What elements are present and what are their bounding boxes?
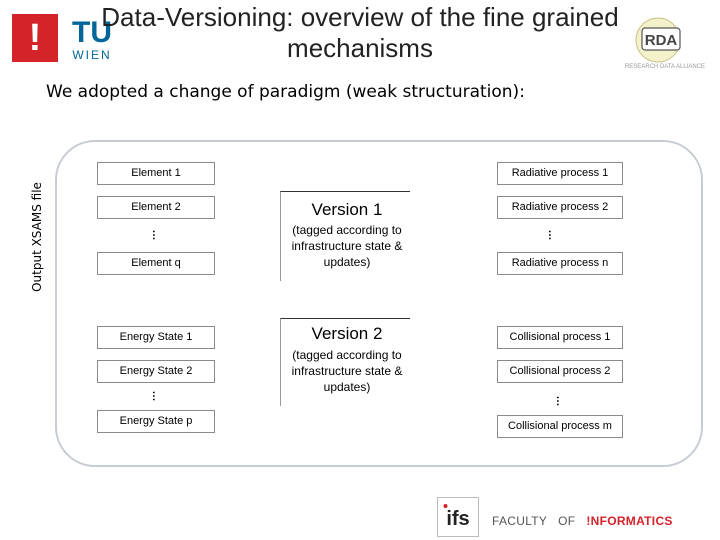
element-ellipsis: … <box>150 229 162 241</box>
version-2-title: Version 2 <box>311 324 383 343</box>
rda-logo: RDA RESEARCH DATA ALLIANCE <box>625 17 705 70</box>
footer-faculty: FACULTY <box>492 514 548 528</box>
radiative-ellipsis: … <box>546 229 558 241</box>
energy-state-1-box: Energy State 1 <box>97 326 215 349</box>
rda-logo-text: RDA <box>645 32 678 49</box>
element-q-box: Element q <box>97 252 215 275</box>
tu-logo-top: TU <box>72 16 112 49</box>
output-xsams-label: Output XSAMS file <box>30 182 44 292</box>
footer-informatics: !NFORMATICS <box>586 514 673 528</box>
energy-state-p-box: Energy State p <box>97 410 215 433</box>
rda-logo-caption: RESEARCH DATA ALLIANCE <box>625 64 705 70</box>
collisional-process-m-box: Collisional process m <box>497 415 623 438</box>
version-1-title: Version 1 <box>311 200 383 219</box>
slide-subtitle: We adopted a change of paradigm (weak st… <box>46 82 525 102</box>
radiative-process-2-box: Radiative process 2 <box>497 196 623 219</box>
footer-of: OF <box>558 514 576 528</box>
version-1-description: (tagged according to infrastructure stat… <box>291 223 403 269</box>
radiative-process-n-box: Radiative process n <box>497 252 623 275</box>
ifs-logo: ifs <box>437 497 479 537</box>
version-1-box <box>280 191 410 281</box>
collisional-process-2-box: Collisional process 2 <box>497 360 623 383</box>
faculty-of-informatics-label: FACULTY OF !NFORMATICS <box>492 514 673 528</box>
tu-logo-bottom: WIEN <box>72 48 111 62</box>
version-2-box <box>280 318 410 406</box>
radiative-process-1-box: Radiative process 1 <box>497 162 623 185</box>
title-line-1: Data-Versioning: overview of the fine gr… <box>101 2 619 32</box>
energy-state-ellipsis: … <box>150 390 162 402</box>
energy-state-2-box: Energy State 2 <box>97 360 215 383</box>
element-2-box: Element 2 <box>97 196 215 219</box>
tu-wien-logo: TU WIEN <box>66 12 118 64</box>
element-1-box: Element 1 <box>97 162 215 185</box>
ifs-logo-text: ifs <box>446 508 469 530</box>
title-line-2: mechanisms <box>287 33 433 63</box>
version-2-description: (tagged according to infrastructure stat… <box>291 348 403 394</box>
collisional-process-1-box: Collisional process 1 <box>497 326 623 349</box>
university-exclamation-logo: ! <box>12 14 58 62</box>
page-title: Data-Versioning: overview of the fine gr… <box>70 2 650 64</box>
collisional-ellipsis: … <box>554 395 566 407</box>
